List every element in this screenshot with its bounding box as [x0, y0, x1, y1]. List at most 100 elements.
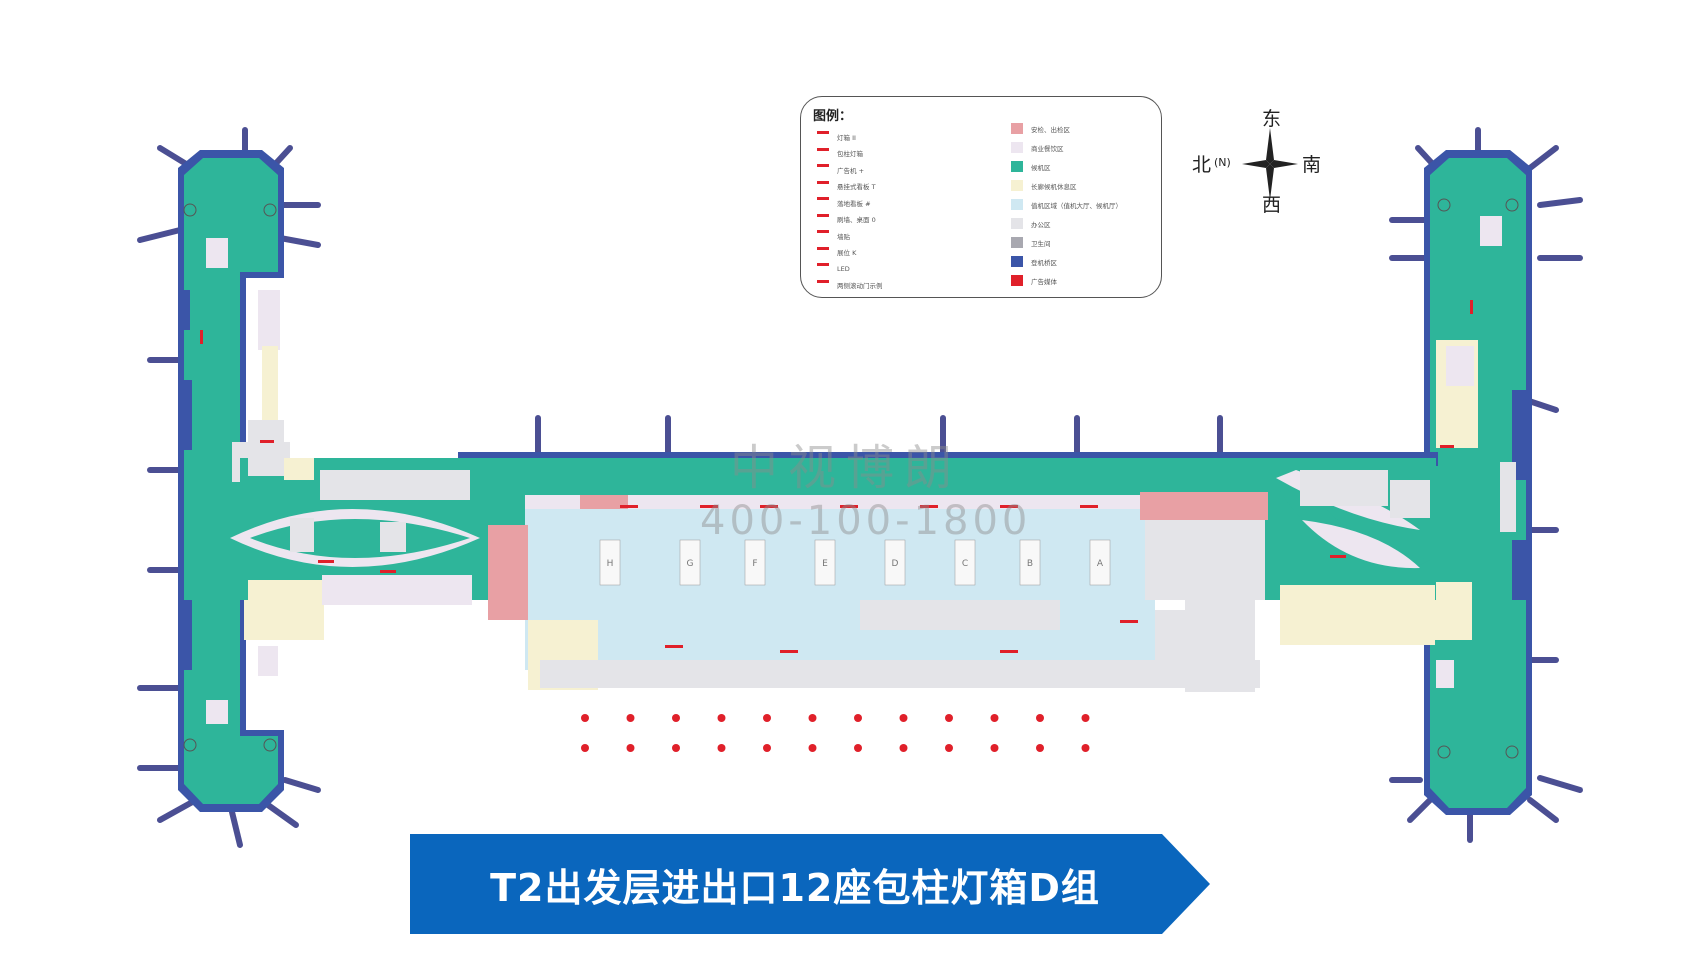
legend-area-label: 商业餐饮区: [1031, 144, 1064, 153]
column-light-box-marker: [672, 714, 680, 722]
compass-south: 南: [1302, 154, 1322, 176]
counter-d: D: [892, 559, 899, 569]
counter-b: B: [1027, 559, 1033, 569]
legend-symbol-item: 落地看板 #: [817, 197, 871, 208]
legend-area-label: 安检、出检区: [1031, 125, 1070, 134]
legend-area-item: 值机区域（值机大厅、候机厅）: [1011, 199, 1122, 210]
column-light-box-marker: [854, 714, 862, 722]
legend-symbol-label: 两侧滚动门示例: [837, 282, 883, 290]
legend-symbol-label: LED: [837, 264, 850, 273]
wall-desk-icon: [817, 213, 829, 225]
column-light-box-marker: [1036, 714, 1044, 722]
legend-area-label: 候机区: [1031, 163, 1051, 172]
legend-swatch: [1011, 256, 1023, 267]
entrance-columns: [581, 714, 1090, 752]
legend-area-item: 广告媒体: [1011, 275, 1057, 286]
legend-swatch: [1011, 180, 1023, 191]
compass: 东 西 南 北 (N): [1192, 108, 1332, 218]
column-light-box-marker: [854, 744, 862, 752]
title-banner: T2出发层进出口12座包柱灯箱D组: [410, 834, 1210, 934]
legend-area-item: 登机桥区: [1011, 256, 1057, 267]
hanging-board-icon: [817, 180, 829, 192]
legend-area-item: 商业餐饮区: [1011, 142, 1064, 153]
legend-symbol-label: 包柱灯箱: [837, 150, 863, 158]
legend-symbol-label: 刷墙、桌面 0: [837, 216, 876, 224]
legend-symbol-label: 展位 K: [837, 249, 857, 257]
central-concourse: H G F E D C B A: [230, 415, 1438, 692]
legend-symbol-label: 落地看板 #: [837, 199, 871, 208]
legend-swatch: [1011, 275, 1023, 286]
column-light-box-marker: [1081, 744, 1090, 752]
left-pier: [137, 127, 321, 848]
counter-c: C: [962, 559, 968, 569]
legend-symbol-item: 墙贴: [817, 230, 850, 241]
legend-area-item: 卫生间: [1011, 237, 1051, 248]
legend-symbol-item: 展位 K: [817, 246, 857, 258]
wall-sticker-icon: [817, 230, 829, 241]
column-light-box-marker: [899, 714, 908, 722]
legend-area-label: 广告媒体: [1031, 277, 1057, 286]
legend-swatch: [1011, 142, 1023, 153]
column-light-box-marker: [945, 744, 953, 752]
legend-swatch: [1011, 199, 1023, 210]
counter-g: G: [687, 559, 694, 569]
ad-media-markers: [200, 300, 1473, 653]
floor-board-icon: [817, 197, 829, 208]
column-light-box-marker: [717, 714, 726, 722]
banner-arrow-shape: [410, 834, 1210, 934]
right-pier: [1389, 127, 1583, 843]
ad-screen-icon: [817, 164, 829, 175]
legend-area-item: 安检、出检区: [1011, 123, 1070, 134]
legend-area-label: 卫生间: [1031, 239, 1051, 248]
column-light-box-marker: [763, 744, 771, 752]
scroll-door-icon: [817, 279, 829, 291]
legend-title: 图例：: [813, 109, 853, 124]
column-light-box-marker: [990, 744, 999, 752]
checkin-hall: [525, 495, 1155, 670]
compass-north-abbr: (N): [1214, 156, 1231, 169]
legend-area-label: 值机区域（值机大厅、候机厅）: [1031, 201, 1122, 210]
column-light-box-marker: [763, 714, 771, 722]
led-icon: [817, 263, 829, 274]
column-light-box-icon: [817, 147, 829, 159]
column-light-box-marker: [1081, 714, 1090, 722]
column-light-box-marker: [581, 744, 589, 752]
left-boarding-bridges: [137, 127, 321, 848]
top-boarding-bridges: [535, 415, 1223, 455]
security-zone-right: [1140, 492, 1268, 520]
legend-area-item: 候机区: [1011, 161, 1051, 172]
legend-symbol-label: 悬挂式看板 T: [837, 183, 876, 191]
counter-e: E: [822, 559, 828, 569]
booth-icon: [817, 246, 829, 258]
legend-area-label: 登机桥区: [1031, 258, 1057, 267]
legend-area-label: 办公区: [1031, 220, 1051, 229]
legend-symbol-item: 刷墙、桌面 0: [817, 213, 876, 225]
legend-symbol-label: 灯箱 II: [837, 133, 856, 142]
column-light-box-marker: [672, 744, 680, 752]
column-light-box-marker: [626, 744, 635, 752]
legend-area-item: 长廊候机休息区: [1011, 180, 1077, 191]
column-light-box-marker: [1036, 744, 1044, 752]
legend-area-label: 长廊候机休息区: [1031, 182, 1077, 191]
legend-swatch: [1011, 218, 1023, 229]
counter-a: A: [1097, 559, 1104, 569]
legend-symbol-item: 广告机 +: [817, 164, 864, 175]
column-light-box-marker: [990, 714, 999, 722]
compass-east: 东: [1262, 108, 1282, 130]
legend-swatch: [1011, 161, 1023, 172]
column-light-box-marker: [899, 744, 908, 752]
legend-symbol-item: 两侧滚动门示例: [817, 279, 883, 291]
column-light-box-marker: [626, 714, 635, 722]
security-zone-left: [488, 525, 528, 620]
compass-north: 北: [1192, 154, 1212, 176]
compass-rose-icon: [1242, 128, 1298, 200]
legend-swatch: [1011, 123, 1023, 134]
legend-panel: 图例： 灯箱 II 包柱灯箱广告机 + 悬挂式看板 T 落地看板 # 刷墙、桌面 0 墙贴…: [800, 96, 1162, 298]
legend-symbol-item: LED: [817, 263, 850, 274]
legend-symbol-label: 墙贴: [837, 232, 850, 241]
watermark-company: 中视博朗: [730, 440, 963, 496]
column-light-box-marker: [581, 714, 589, 722]
counter-h: H: [607, 559, 614, 569]
column-light-box-marker: [945, 714, 953, 722]
